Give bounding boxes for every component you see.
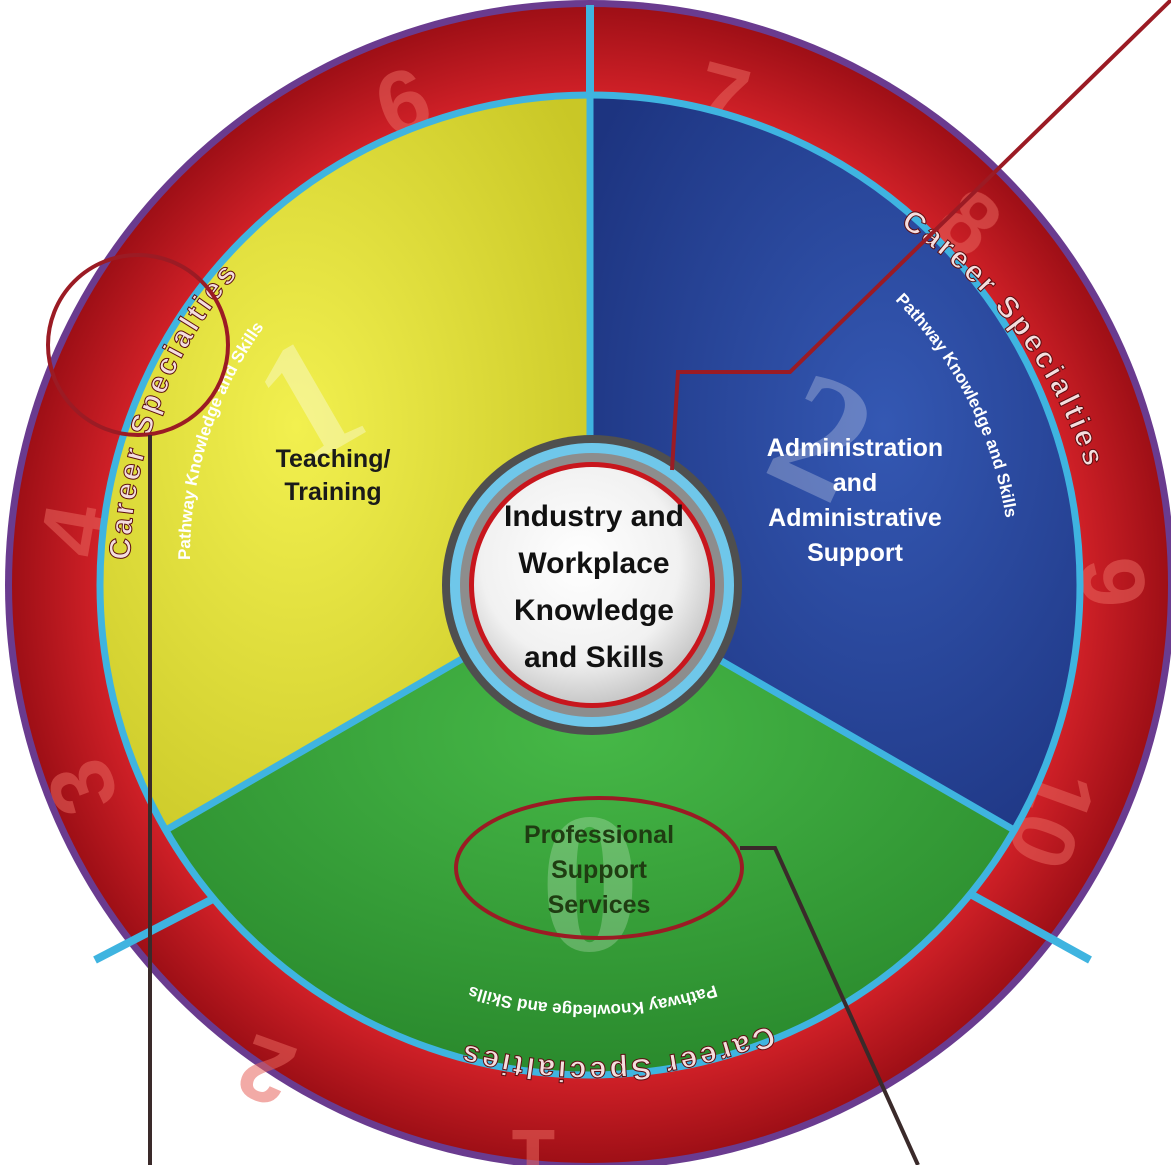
hub-center bbox=[474, 467, 710, 703]
sector-professional bbox=[166, 585, 1014, 1075]
hub-label-line: and Skills bbox=[524, 641, 664, 674]
sector-label-administration: Administration and Administrative Suppor… bbox=[767, 434, 943, 567]
sector-label-line: Support bbox=[551, 856, 647, 884]
sector-label-line: and bbox=[833, 469, 877, 497]
sector-watermark-professional: 0 bbox=[540, 773, 640, 994]
professional-highlight-ellipse bbox=[454, 796, 744, 940]
callout-line-bottom-right bbox=[740, 846, 920, 1166]
sector-label-line: Professional bbox=[524, 821, 674, 849]
callout-line-top-right bbox=[670, 0, 1171, 471]
watermark-number: 1 bbox=[510, 1110, 560, 1165]
sector-label-line: Teaching/ bbox=[276, 445, 391, 473]
sector-label-line: Administration bbox=[767, 434, 943, 462]
sector-label-line: Training bbox=[284, 478, 381, 506]
sector-label-line: Support bbox=[807, 539, 903, 567]
career-specialties-callout-circle bbox=[46, 253, 230, 437]
hub-label-line: Workplace bbox=[518, 547, 669, 580]
hub-label-line: Industry and bbox=[504, 500, 684, 533]
sector-label-professional: Professional Support Services bbox=[524, 821, 674, 919]
hub-label-line: Knowledge bbox=[514, 594, 674, 627]
sector-rim bbox=[96, 91, 1084, 1079]
sector-label-line: Services bbox=[548, 891, 651, 919]
hub-label: Industry and Workplace Knowledge and Ski… bbox=[504, 500, 684, 674]
sector-label-line: Administrative bbox=[768, 504, 942, 532]
sector-label-teaching: Teaching/ Training bbox=[276, 445, 391, 506]
